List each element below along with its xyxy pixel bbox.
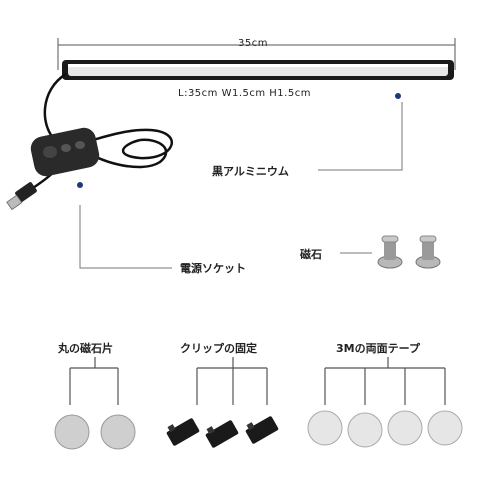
- callout-line-material: [318, 102, 403, 171]
- power-socket-label: 電源ソケット: [180, 262, 246, 275]
- material-label: 黒アルミニウム: [212, 165, 289, 178]
- spec-label: L:35cm W1.5cm H1.5cm: [178, 88, 311, 99]
- double-sided-tape-icon: [307, 410, 463, 448]
- callout-line-socket: [79, 205, 172, 269]
- group-connectors: [69, 357, 446, 405]
- magnet-label: 磁石: [300, 248, 322, 261]
- usb-plug-icon: [6, 182, 37, 211]
- group-title-tape: 3Mの両面テープ: [336, 342, 420, 355]
- dimension-line: [57, 38, 456, 70]
- round-magnet-icon: [54, 414, 136, 450]
- length-label: 35cm: [238, 38, 268, 49]
- callout-dot-material: [395, 93, 401, 99]
- led-light-bar: [62, 60, 454, 80]
- group-title-round-magnets: 丸の磁石片: [58, 342, 113, 355]
- group-title-clips: クリップの固定: [180, 342, 257, 355]
- magnet-icon: [377, 235, 441, 269]
- clip-icon: [166, 416, 279, 448]
- callout-dot-socket: [77, 182, 83, 188]
- controller-box: [30, 127, 100, 177]
